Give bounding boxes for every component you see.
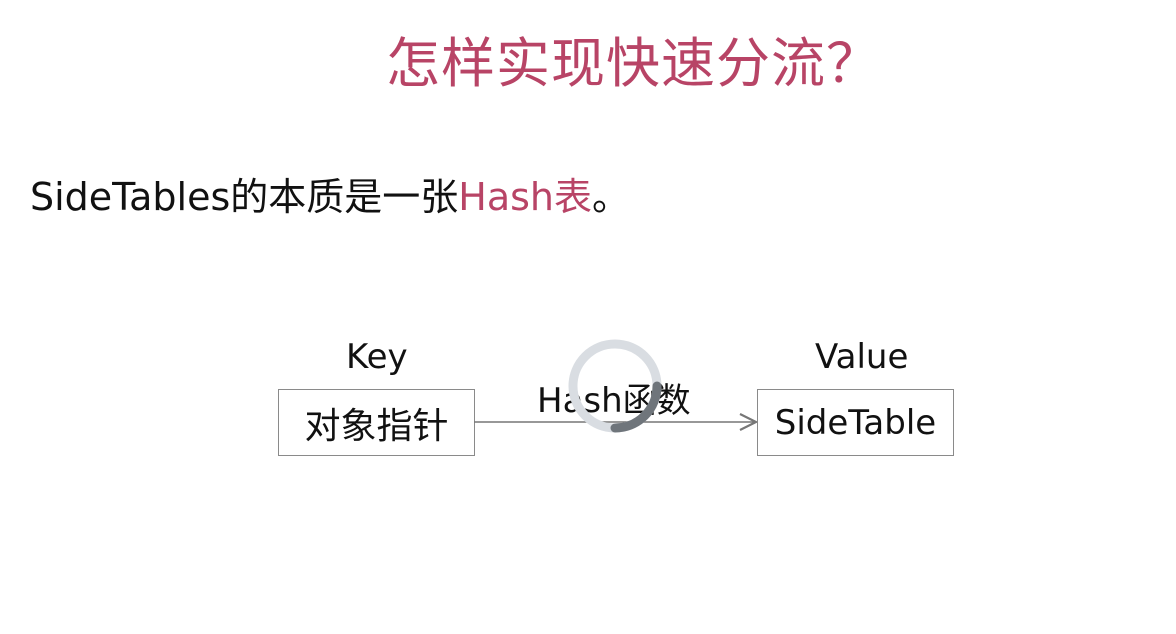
statement-text: SideTables的本质是一张Hash表。 [30, 170, 630, 224]
slide-title: 怎样实现快速分流？ [386, 32, 881, 95]
key-box-label: 对象指针 [304, 405, 449, 447]
statement-prefix: SideTables的本质是一张 [30, 175, 459, 219]
statement-highlight: Hash表 [458, 175, 592, 219]
mapping-arrow-icon [474, 413, 759, 431]
value-header: Value [815, 337, 909, 377]
statement-suffix: 。 [592, 175, 631, 219]
key-header: Key [346, 337, 408, 377]
key-box: 对象指针 [278, 389, 475, 456]
value-box-label: SideTable [774, 402, 937, 443]
hash-function-label: Hash函数 [537, 381, 691, 421]
loading-spinner-icon [568, 339, 662, 433]
value-box: SideTable [757, 389, 954, 456]
